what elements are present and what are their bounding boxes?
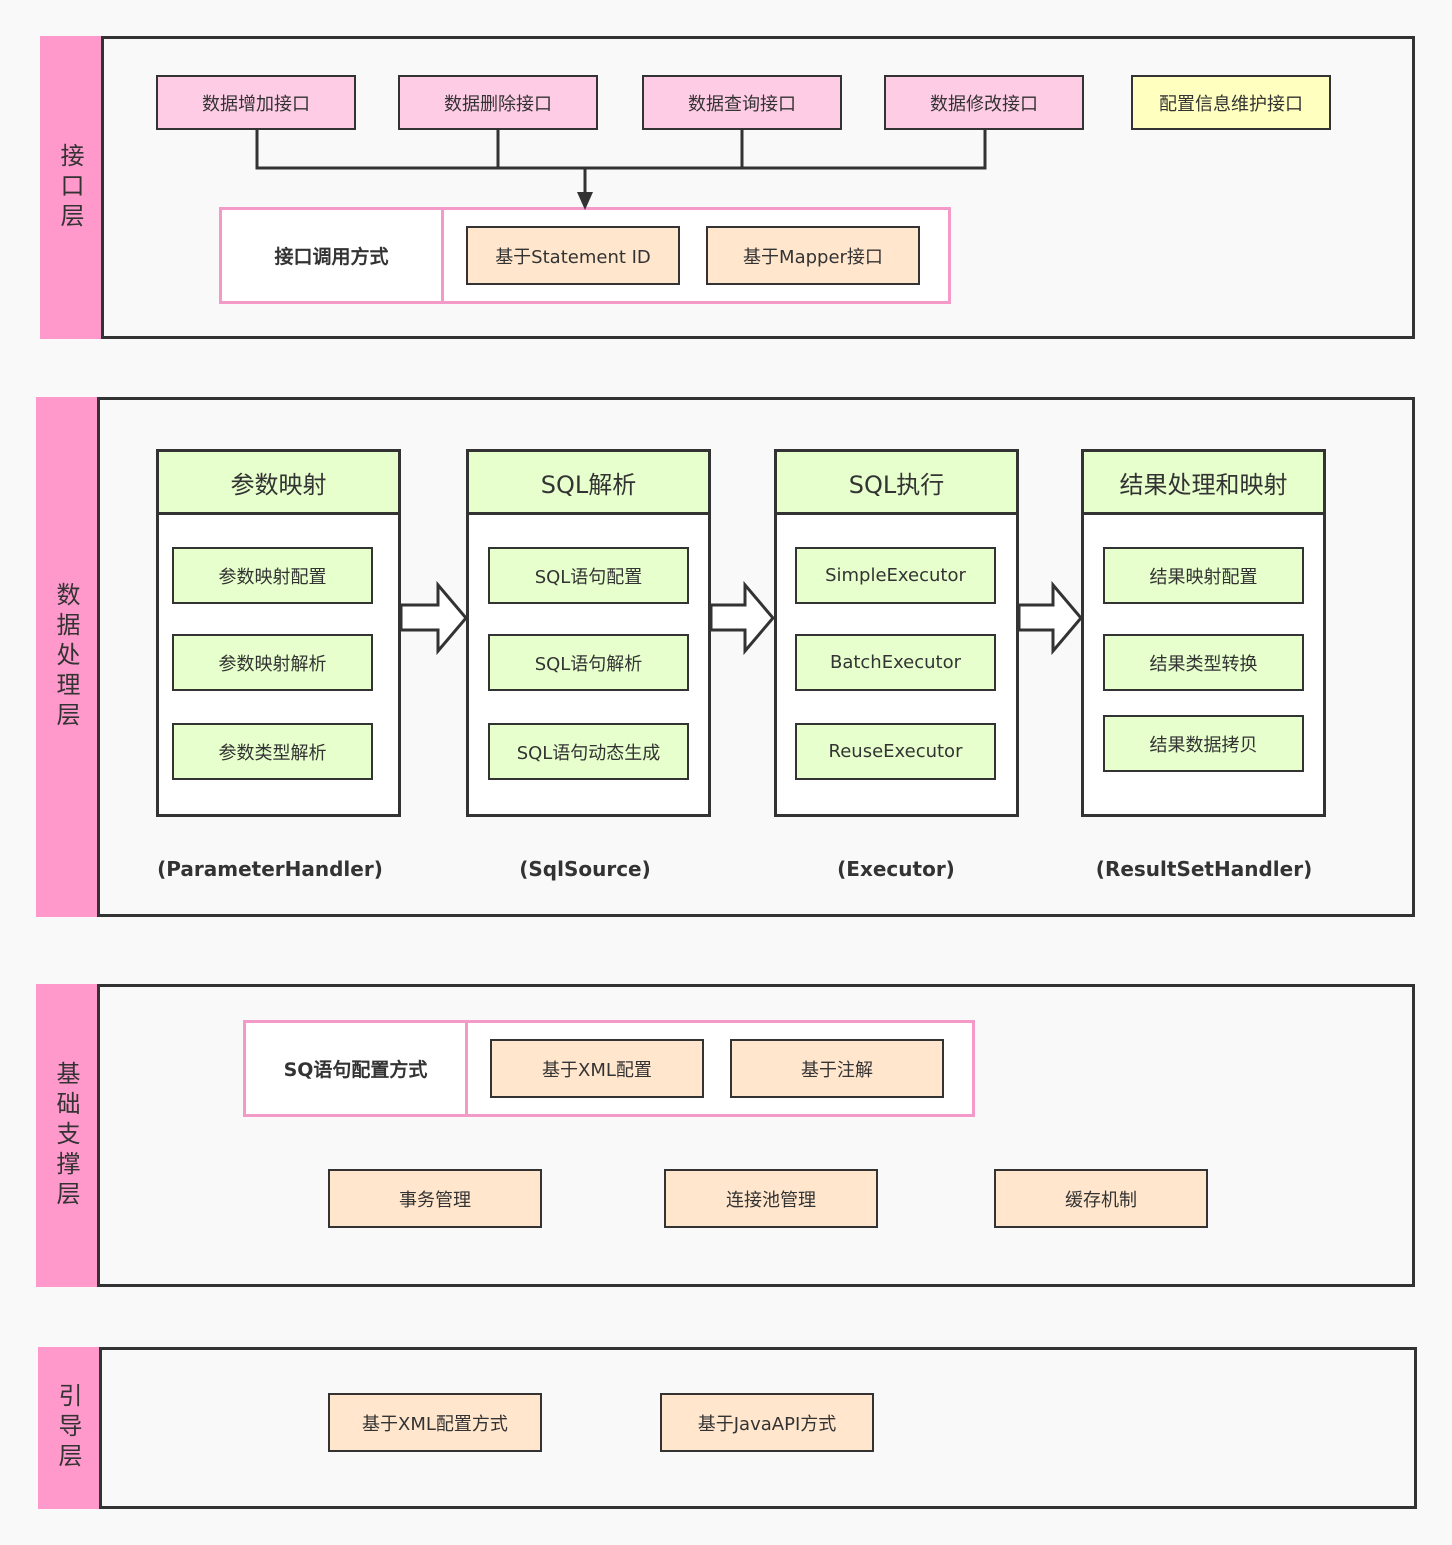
stage-result-caption: (ResultSetHandler) bbox=[1095, 857, 1313, 881]
stage-arrow bbox=[709, 580, 775, 656]
api-query-label: 数据查询接口 bbox=[688, 93, 796, 115]
cache-box: 缓存机制 bbox=[994, 1169, 1208, 1228]
invocation-statement-id-label: 基于Statement ID bbox=[495, 246, 651, 268]
boot-xml-label: 基于XML配置方式 bbox=[362, 1413, 508, 1435]
stage-executor-caption: (Executor) bbox=[837, 857, 955, 881]
stage-sql-parsing-item: SQL语句动态生成 bbox=[488, 723, 689, 780]
stage-sql-parsing-item-label: SQL语句配置 bbox=[534, 566, 643, 588]
stage-parameter-caption: (ParameterHandler) bbox=[157, 857, 383, 881]
api-merge-connector bbox=[255, 130, 987, 193]
data-layer-sidebar: 数据处理层 bbox=[36, 397, 100, 917]
sql-config-annotation-box: 基于注解 bbox=[730, 1039, 944, 1098]
stage-arrow bbox=[1017, 580, 1083, 656]
stage-executor-item-label: SimpleExecutor bbox=[825, 565, 966, 586]
stage-result-item: 结果映射配置 bbox=[1103, 547, 1304, 604]
api-add-box: 数据增加接口 bbox=[156, 75, 356, 130]
stage-arrow bbox=[399, 580, 468, 656]
invocation-label: 接口调用方式 bbox=[222, 210, 444, 301]
api-merge-arrowhead bbox=[577, 192, 593, 210]
api-query-box: 数据查询接口 bbox=[642, 75, 842, 130]
stage-sql-parsing-item-label: SQL语句解析 bbox=[534, 653, 643, 675]
stage-result-item: 结果类型转换 bbox=[1103, 634, 1304, 691]
invocation-statement-id-box: 基于Statement ID bbox=[466, 226, 680, 285]
connection-pool-box: 连接池管理 bbox=[664, 1169, 878, 1228]
stage-executor-item-label: BatchExecutor bbox=[829, 652, 962, 673]
stage-executor-item-label: ReuseExecutor bbox=[828, 741, 963, 762]
api-config-label: 配置信息维护接口 bbox=[1159, 93, 1303, 115]
boot-layer-sidebar: 引导层 bbox=[38, 1347, 102, 1509]
invocation-mapper-label: 基于Mapper接口 bbox=[743, 246, 883, 268]
boot-javaapi-label: 基于JavaAPI方式 bbox=[697, 1413, 837, 1435]
interface-layer-title: 接口层 bbox=[56, 142, 84, 233]
api-add-label: 数据增加接口 bbox=[202, 93, 310, 115]
stage-result-mapping-title: 结果处理和映射 bbox=[1084, 452, 1323, 515]
stage-result-item: 结果数据拷贝 bbox=[1103, 715, 1304, 772]
stage-sql-parsing-item: SQL语句解析 bbox=[488, 634, 689, 691]
stage-result-item-label: 结果映射配置 bbox=[1149, 566, 1258, 588]
stage-parameter-item-label: 参数映射配置 bbox=[218, 566, 327, 588]
support-layer-sidebar: 基础支撑层 bbox=[36, 984, 100, 1287]
stage-result-item-label: 结果数据拷贝 bbox=[1149, 734, 1258, 756]
stage-executor-item: ReuseExecutor bbox=[795, 723, 996, 780]
invocation-mapper-box: 基于Mapper接口 bbox=[706, 226, 920, 285]
sql-config-xml-label: 基于XML配置 bbox=[542, 1059, 652, 1081]
stage-parameter-mapping-title: 参数映射 bbox=[159, 452, 398, 515]
connection-pool-label: 连接池管理 bbox=[726, 1189, 816, 1211]
sql-config-label: SQ语句配置方式 bbox=[246, 1023, 468, 1114]
stage-sql-parsing-caption: (SqlSource) bbox=[519, 857, 651, 881]
data-layer-title: 数据处理层 bbox=[52, 582, 80, 732]
api-delete-box: 数据删除接口 bbox=[398, 75, 598, 130]
api-delete-label: 数据删除接口 bbox=[444, 93, 552, 115]
api-update-label: 数据修改接口 bbox=[930, 93, 1038, 115]
stage-sql-parsing-title: SQL解析 bbox=[469, 452, 708, 515]
transaction-label: 事务管理 bbox=[399, 1189, 471, 1211]
stage-result-item-label: 结果类型转换 bbox=[1149, 653, 1258, 675]
transaction-box: 事务管理 bbox=[328, 1169, 542, 1228]
stage-parameter-item: 参数映射配置 bbox=[172, 547, 373, 604]
api-config-box: 配置信息维护接口 bbox=[1131, 75, 1331, 130]
sql-config-annotation-label: 基于注解 bbox=[801, 1059, 873, 1081]
boot-javaapi-box: 基于JavaAPI方式 bbox=[660, 1393, 874, 1452]
stage-sql-execution-title: SQL执行 bbox=[777, 452, 1016, 515]
stage-executor-item: BatchExecutor bbox=[795, 634, 996, 691]
stage-executor-item: SimpleExecutor bbox=[795, 547, 996, 604]
interface-layer-sidebar: 接口层 bbox=[40, 36, 104, 339]
cache-label: 缓存机制 bbox=[1065, 1189, 1137, 1211]
stage-sql-parsing-item: SQL语句配置 bbox=[488, 547, 689, 604]
sql-config-xml-box: 基于XML配置 bbox=[490, 1039, 704, 1098]
stage-parameter-item: 参数类型解析 bbox=[172, 723, 373, 780]
api-update-box: 数据修改接口 bbox=[884, 75, 1084, 130]
stage-parameter-item-label: 参数映射解析 bbox=[218, 653, 327, 675]
boot-xml-box: 基于XML配置方式 bbox=[328, 1393, 542, 1452]
stage-parameter-item: 参数映射解析 bbox=[172, 634, 373, 691]
support-layer-title: 基础支撑层 bbox=[52, 1060, 80, 1211]
stage-parameter-item-label: 参数类型解析 bbox=[218, 742, 327, 764]
stage-sql-parsing-item-label: SQL语句动态生成 bbox=[516, 742, 661, 764]
boot-layer-title: 引导层 bbox=[54, 1383, 82, 1473]
